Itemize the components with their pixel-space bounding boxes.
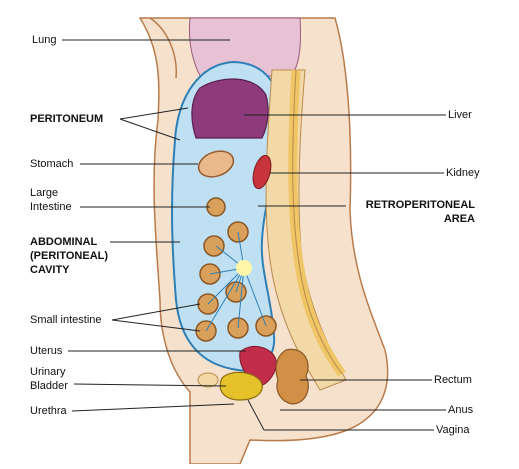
- skin-fold: [149, 17, 177, 79]
- stomach-shape: [197, 150, 235, 178]
- label-large-intestine-line1: Large: [30, 187, 59, 199]
- label-abdominal-line2: (PERITONEAL): [30, 250, 109, 262]
- urinary-bladder-shape: [219, 371, 263, 401]
- label-rectum: Rectum: [434, 374, 472, 386]
- label-urinary-bladder-line1: Urinary: [30, 366, 66, 378]
- rectum-shape: [275, 348, 309, 405]
- kidney-shape: [252, 154, 272, 190]
- label-anus: Anus: [448, 404, 474, 416]
- liver-shape: [191, 78, 269, 139]
- label-large-intestine-line2: Intestine: [30, 201, 72, 213]
- label-uterus: Uterus: [30, 345, 63, 357]
- label-kidney: Kidney: [446, 167, 480, 179]
- label-urinary-bladder-line2: Bladder: [30, 380, 68, 392]
- label-abdominal-line1: ABDOMINAL: [30, 236, 98, 248]
- label-vagina: Vagina: [436, 424, 470, 436]
- label-peritoneum: PERITONEUM: [30, 113, 104, 125]
- label-retroperitoneal-line1: RETROPERITONEAL: [365, 199, 475, 211]
- leader-lines: [62, 39, 446, 431]
- mesentery-root: [236, 260, 252, 276]
- pubic-bone: [197, 372, 219, 388]
- label-stomach: Stomach: [30, 158, 74, 170]
- label-lung: Lung: [32, 34, 57, 46]
- label-abdominal-line3: CAVITY: [30, 264, 70, 276]
- label-urethra: Urethra: [30, 405, 67, 417]
- label-small-intestine: Small intestine: [30, 314, 102, 326]
- label-retroperitoneal-line2: AREA: [443, 213, 475, 225]
- label-liver: Liver: [448, 109, 472, 121]
